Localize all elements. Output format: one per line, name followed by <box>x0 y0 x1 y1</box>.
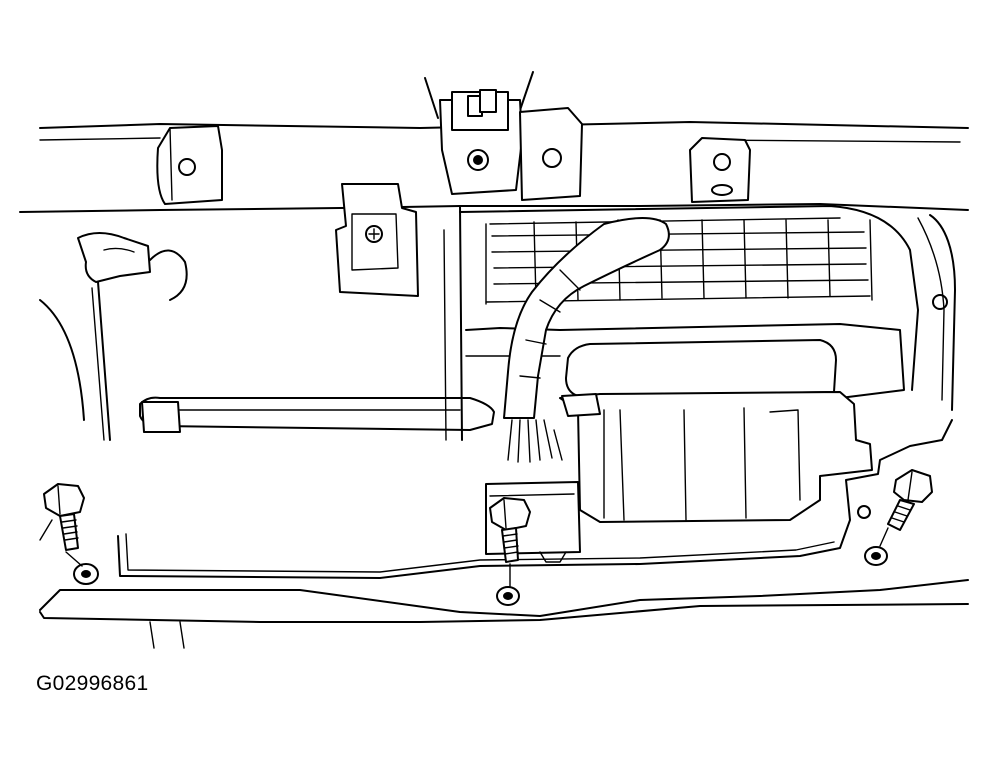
hex-bolt-icon <box>43 483 85 551</box>
lower-support-bracket <box>139 396 495 433</box>
figure-id-label: G02996861 <box>36 672 149 695</box>
blower-motor <box>559 391 873 523</box>
nut-icon <box>864 546 888 566</box>
control-linkage <box>39 232 188 441</box>
hex-bolt-icon <box>489 497 531 563</box>
mounting-hole <box>857 294 948 519</box>
right-mounting-bracket <box>689 137 751 203</box>
nut-icon <box>496 586 520 606</box>
leader-lines <box>39 519 889 587</box>
wire-harness <box>503 217 670 463</box>
mounting-plate <box>39 419 969 649</box>
center-top-bracket <box>424 71 583 201</box>
nut-icon <box>73 563 99 585</box>
dash-cross-member <box>19 121 969 411</box>
hex-bolt-icon <box>887 469 933 531</box>
left-mounting-bracket <box>156 125 223 205</box>
wire-clip-bracket <box>335 183 419 297</box>
